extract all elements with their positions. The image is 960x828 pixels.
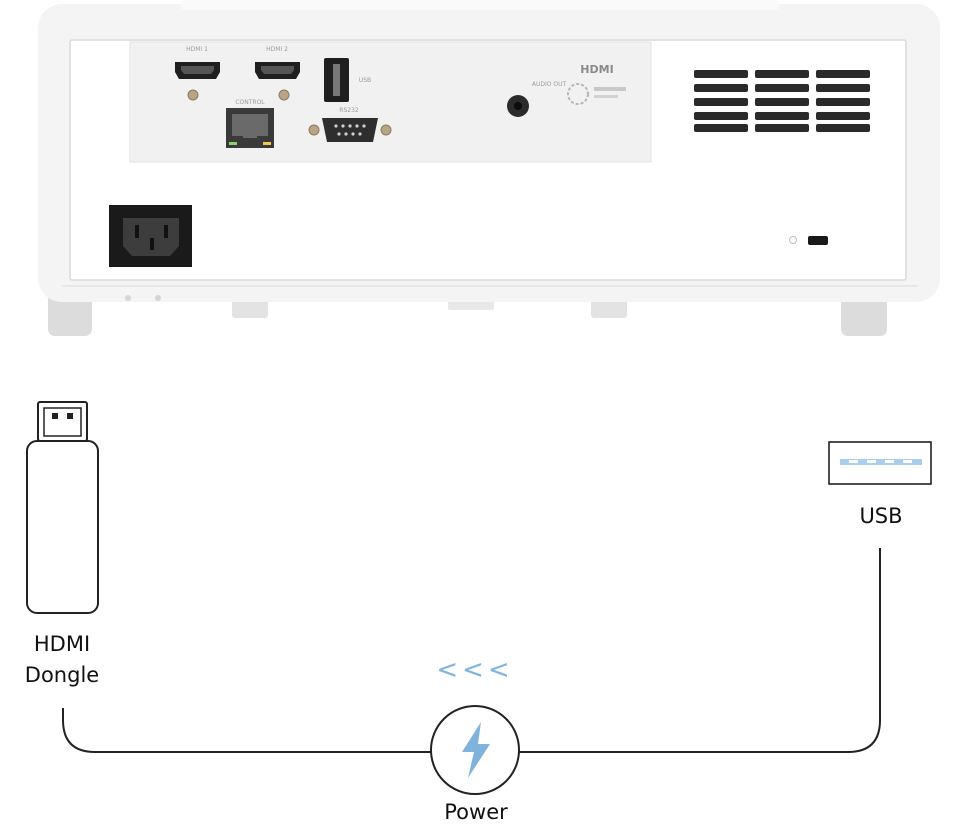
power-node xyxy=(430,705,520,795)
projector-top-edge xyxy=(180,0,780,10)
direction-indicator: <<< xyxy=(436,655,513,685)
hdmi-dongle-icon xyxy=(26,401,99,614)
usb-label: USB xyxy=(859,504,903,528)
direction-chevrons: <<< xyxy=(436,655,513,685)
control-port: CONTROL xyxy=(226,99,274,148)
hdmi2-port-label: HDMI 2 xyxy=(266,46,288,53)
usb-port-label: USB xyxy=(359,77,371,84)
projector: HDMI 1 HDMI 2 USB CONTROL xyxy=(38,0,940,336)
ac-power-inlet xyxy=(109,205,192,267)
projector-usb-port: USB xyxy=(324,58,371,102)
hdmi-dongle-label-line2: Dongle xyxy=(24,663,100,687)
hdmi-logo-text: HDMI xyxy=(580,63,613,76)
lightning-bolt-icon xyxy=(462,722,490,778)
power-label: Power xyxy=(444,800,508,824)
hdmi-dongle-label-line1: HDMI xyxy=(33,632,91,656)
audio-out-port-label: AUDIO OUT xyxy=(532,81,567,88)
cable-left-segment xyxy=(62,708,431,753)
hdmi-port-2: HDMI 2 xyxy=(255,46,300,101)
projector-foot-right xyxy=(841,292,887,336)
hdmi-logo: HDMI xyxy=(567,63,626,105)
projector-foot-left xyxy=(48,292,92,336)
hdmi-port-1: HDMI 1 xyxy=(175,46,220,101)
control-port-label: CONTROL xyxy=(235,99,265,106)
audio-out-port: AUDIO OUT xyxy=(507,81,566,117)
rs232-port: RS232 xyxy=(308,107,392,142)
hdmi-dongle-label: HDMI Dongle xyxy=(0,629,124,691)
power-cable xyxy=(62,548,881,753)
hdmi1-port-label: HDMI 1 xyxy=(186,46,208,53)
kensington-lock-slot xyxy=(789,236,828,245)
usb-port-icon xyxy=(828,441,932,485)
cable-right-segment xyxy=(519,548,881,753)
vent-grille xyxy=(694,70,870,132)
rs232-port-label: RS232 xyxy=(339,107,359,114)
